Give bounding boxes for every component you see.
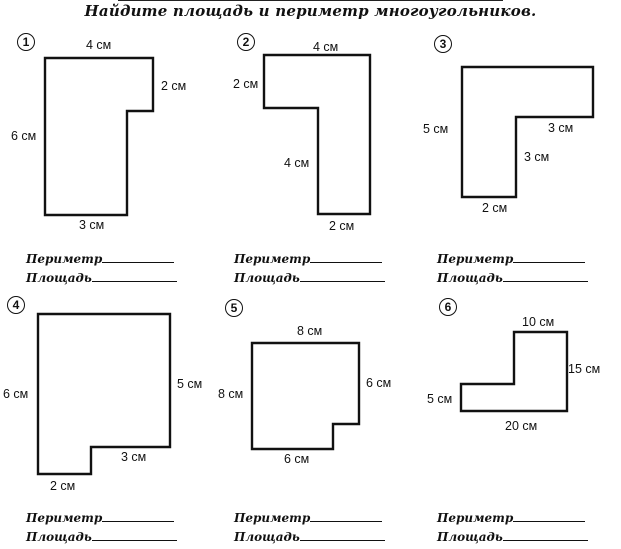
polygon-2 <box>262 53 372 216</box>
problem-3-dim-bottom: 2 см <box>482 201 508 215</box>
area-label: Площадь <box>26 530 92 544</box>
perimeter-label: Периметр <box>437 511 514 525</box>
perimeter-label: Периметр <box>234 252 311 266</box>
perimeter-answer-line[interactable] <box>102 511 175 522</box>
perimeter-answer-1: Периметр <box>26 252 175 266</box>
perimeter-answer-line[interactable] <box>513 252 586 263</box>
problem-2-dim-inner: 4 см <box>284 156 310 170</box>
perimeter-answer-6: Периметр <box>437 511 586 525</box>
problem-2-dim-top: 4 см <box>313 40 339 54</box>
title-top-rule <box>118 0 503 1</box>
perimeter-label: Периметр <box>437 252 514 266</box>
problem-3-dim-left: 5 см <box>423 122 449 136</box>
polygon-1 <box>43 56 155 217</box>
perimeter-label: Периметр <box>26 252 103 266</box>
problem-5-dim-left: 8 см <box>218 387 244 401</box>
polygon-4 <box>36 312 172 476</box>
perimeter-answer-line[interactable] <box>102 252 175 263</box>
problem-5-dim-right: 6 см <box>366 376 392 390</box>
problem-6-dim-bottom: 20 см <box>505 419 538 433</box>
problem-4-dim-left: 6 см <box>3 387 29 401</box>
problem-2-dim-bottom: 2 см <box>329 219 355 233</box>
polygon-6 <box>459 330 569 413</box>
worksheet-title: Найдите площадь и периметр многоугольник… <box>84 2 537 20</box>
perimeter-answer-5: Периметр <box>234 511 383 525</box>
perimeter-label: Периметр <box>26 511 103 525</box>
perimeter-answer-2: Периметр <box>234 252 383 266</box>
problem-number-5: 5 <box>225 299 243 317</box>
problem-3-dim-inner-side: 3 см <box>524 150 550 164</box>
problem-2-dim-left: 2 см <box>233 77 259 91</box>
polygon-5 <box>250 341 361 451</box>
perimeter-answer-line[interactable] <box>513 511 586 522</box>
perimeter-answer-4: Периметр <box>26 511 175 525</box>
problem-6-dim-top: 10 см <box>522 315 555 329</box>
problem-1-dim-right: 2 см <box>161 79 187 93</box>
perimeter-answer-line[interactable] <box>310 252 383 263</box>
problem-4-dim-step: 3 см <box>121 450 147 464</box>
area-answer-6: Площадь <box>437 530 588 544</box>
problem-5-dim-top: 8 см <box>297 324 323 338</box>
problem-1-dim-bottom: 3 см <box>79 218 105 232</box>
area-answer-line[interactable] <box>502 530 588 541</box>
problem-number-2: 2 <box>237 33 255 51</box>
problem-4-dim-right: 5 см <box>177 377 203 391</box>
perimeter-label: Периметр <box>234 511 311 525</box>
problem-3-dim-inner-top: 3 см <box>548 121 574 135</box>
problem-5-dim-bottom: 6 см <box>284 452 310 466</box>
perimeter-answer-line[interactable] <box>310 511 383 522</box>
area-answer-line[interactable] <box>91 530 177 541</box>
problem-1-dim-left: 6 см <box>11 129 37 143</box>
polygon-3 <box>460 65 595 199</box>
area-answer-3: Площадь <box>437 271 588 285</box>
area-answer-4: Площадь <box>26 530 177 544</box>
problem-number-4: 4 <box>7 296 25 314</box>
problem-6-dim-right: 15 см <box>568 362 601 376</box>
area-answer-line[interactable] <box>91 271 177 282</box>
problem-number-3: 3 <box>434 35 452 53</box>
problem-number-6: 6 <box>439 298 457 316</box>
area-label: Площадь <box>234 271 300 285</box>
area-answer-1: Площадь <box>26 271 177 285</box>
area-answer-line[interactable] <box>299 271 385 282</box>
problem-4-dim-bottom: 2 см <box>50 479 76 493</box>
area-answer-line[interactable] <box>299 530 385 541</box>
problem-number-1: 1 <box>17 33 35 51</box>
area-label: Площадь <box>437 530 503 544</box>
problem-6-dim-left: 5 см <box>427 392 453 406</box>
area-label: Площадь <box>437 271 503 285</box>
area-answer-2: Площадь <box>234 271 385 285</box>
area-label: Площадь <box>234 530 300 544</box>
area-answer-line[interactable] <box>502 271 588 282</box>
problem-1-dim-top: 4 см <box>86 38 112 52</box>
area-answer-5: Площадь <box>234 530 385 544</box>
area-label: Площадь <box>26 271 92 285</box>
perimeter-answer-3: Периметр <box>437 252 586 266</box>
